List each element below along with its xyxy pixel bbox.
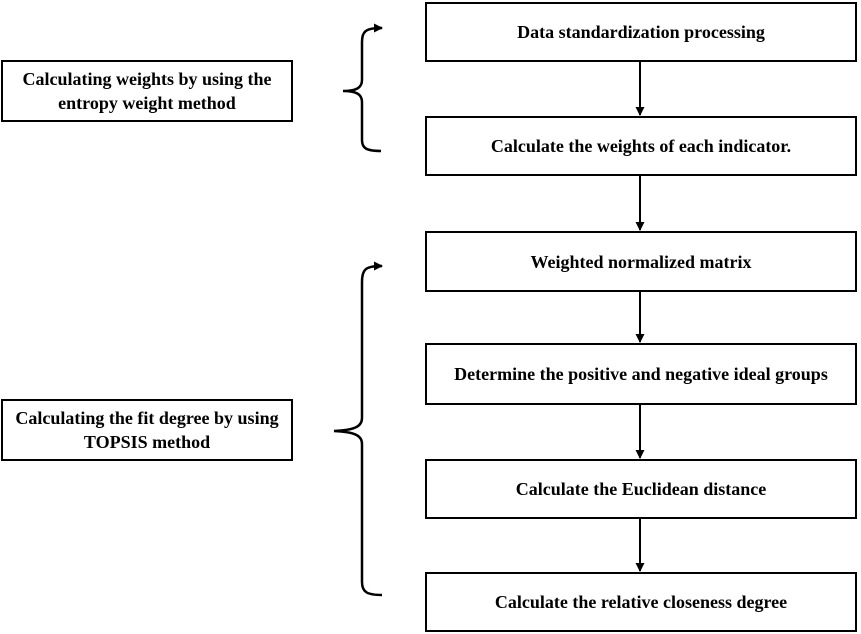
step-box-data-standardization: Data standardization processing: [425, 2, 857, 62]
step-label-data-standardization: Data standardization processing: [517, 22, 765, 42]
group-box-topsis: Calculating the fit degree by using TOPS…: [1, 399, 293, 461]
group-label-topsis: Calculating the fit degree by using TOPS…: [15, 408, 279, 452]
step-box-relative-closeness: Calculate the relative closeness degree: [425, 572, 857, 632]
step-label-euclidean-distance: Calculate the Euclidean distance: [515, 479, 767, 499]
step-box-calculate-weights: Calculate the weights of each indicator.: [425, 116, 857, 176]
group-label-entropy-weight: Calculating weights by using the entropy…: [22, 69, 272, 113]
brace-entropy-weight: [342, 26, 382, 153]
brace-topsis: [333, 264, 383, 597]
group-box-entropy-weight: Calculating weights by using the entropy…: [1, 60, 293, 122]
step-box-ideal-groups: Determine the positive and negative idea…: [425, 343, 857, 405]
step-label-calculate-weights: Calculate the weights of each indicator.: [490, 136, 792, 156]
step-label-ideal-groups: Determine the positive and negative idea…: [454, 364, 828, 384]
step-label-relative-closeness: Calculate the relative closeness degree: [494, 592, 788, 612]
step-box-euclidean-distance: Calculate the Euclidean distance: [425, 459, 857, 519]
step-label-weighted-matrix: Weighted normalized matrix: [530, 251, 752, 272]
step-box-weighted-matrix: Weighted normalized matrix: [425, 231, 857, 292]
